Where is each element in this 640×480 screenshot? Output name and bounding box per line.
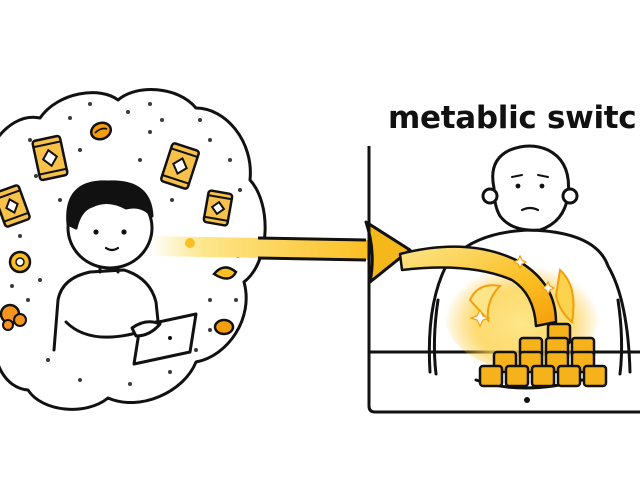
crumb-speck <box>78 378 82 382</box>
arrow-shaft-outline <box>257 236 367 262</box>
crumb-speck <box>208 298 212 302</box>
metabolic-ear <box>481 187 499 205</box>
metabolic-eye <box>515 183 521 189</box>
person-hand <box>130 320 162 338</box>
crumb-speck <box>88 102 92 106</box>
sparkle-icon <box>512 254 528 270</box>
cookie-icon <box>8 250 32 274</box>
crumb-speck <box>198 118 202 122</box>
person-hair <box>66 180 154 230</box>
cookie-icon <box>213 318 235 336</box>
fat-cube-icon <box>478 364 504 388</box>
arrow-spark <box>185 238 195 248</box>
fat-cube-icon <box>504 364 530 388</box>
crumb-speck <box>148 102 152 106</box>
crumb-speck <box>234 298 238 302</box>
crumb-speck <box>138 158 142 162</box>
energy-flame <box>468 284 503 323</box>
cookie-icon <box>89 121 113 141</box>
crumb-speck <box>238 188 242 192</box>
crumb-specks <box>10 102 242 386</box>
sparkle-icon <box>469 308 491 328</box>
crumb-speck <box>46 358 50 362</box>
crumb-speck <box>34 174 38 178</box>
snack-bag-icon <box>31 134 69 182</box>
crumb-speck <box>148 130 152 134</box>
crumb-speck <box>68 116 72 120</box>
fat-cube-icon <box>582 364 608 388</box>
tablet-dot <box>168 336 172 340</box>
crumb-speck <box>228 158 232 162</box>
fat-cubes-stack <box>478 322 608 388</box>
crumb-speck <box>160 118 164 122</box>
fat-cube-icon <box>530 364 556 388</box>
person-eye <box>121 229 127 235</box>
person-mouth <box>104 246 120 252</box>
crumb-speck <box>194 348 198 352</box>
crumb-speck <box>18 234 22 238</box>
metabolic-head <box>491 144 571 232</box>
panel-frame <box>367 146 640 414</box>
metabolic-eye <box>539 183 545 189</box>
metabolic-ear <box>561 187 579 205</box>
diagram-caption: metablic switc <box>388 100 637 136</box>
fat-cube-icon <box>556 364 582 388</box>
crumb-speck <box>38 278 42 282</box>
crumb-speck <box>126 110 130 114</box>
metabolic-navel <box>524 397 530 403</box>
sparkle-icon <box>540 280 556 296</box>
energy-flame <box>554 268 575 324</box>
metabolic-brow <box>511 174 549 178</box>
crumb-speck <box>128 382 132 386</box>
crumb-speck <box>28 138 32 142</box>
metabolic-arm <box>616 298 624 376</box>
person-thinking <box>52 180 198 366</box>
crumb-speck <box>58 198 62 202</box>
crumb-speck <box>26 298 30 302</box>
crumb-speck <box>78 148 82 152</box>
snack-bag-icon <box>0 184 31 228</box>
crumb-speck <box>208 328 212 332</box>
cookie-icon <box>0 303 27 331</box>
crumb-speck <box>170 198 174 202</box>
snack-bag-icon <box>202 189 234 227</box>
person-eye <box>93 229 99 235</box>
cookie-icon <box>212 266 238 280</box>
metabolic-mouth <box>520 206 540 212</box>
energy-stream <box>398 245 558 328</box>
crumb-speck <box>208 138 212 142</box>
crumb-speck <box>168 370 172 374</box>
flow-arrow <box>150 220 412 284</box>
arrow-shaft <box>150 236 368 260</box>
metabolic-arm <box>432 298 440 376</box>
snack-bag-icon <box>160 142 200 190</box>
crumb-speck <box>10 284 14 288</box>
